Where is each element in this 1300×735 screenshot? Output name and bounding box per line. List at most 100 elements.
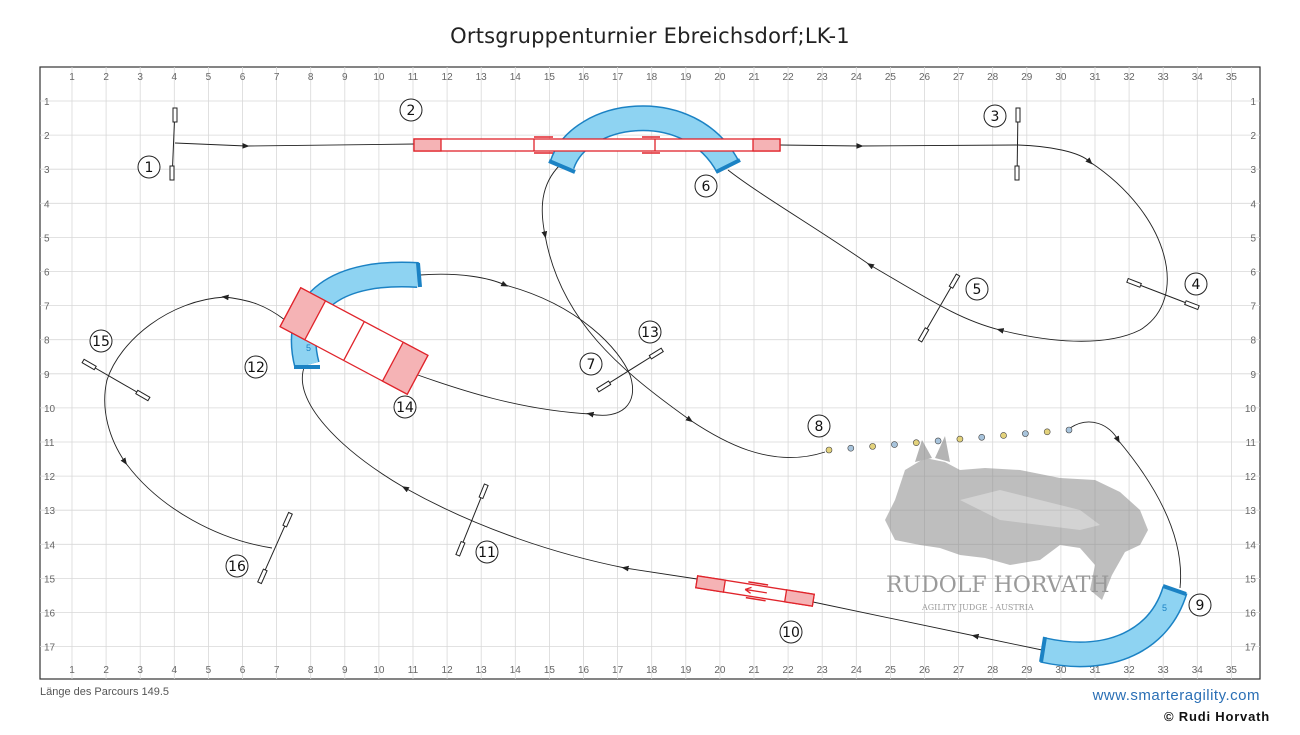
obstacle-10-table [695, 575, 815, 607]
y-tick-right: 2 [1250, 131, 1256, 142]
obstacle-number-12: 12 [244, 355, 268, 379]
y-tick-right: 7 [1250, 302, 1256, 313]
x-tick-top: 10 [373, 72, 385, 83]
obstacle-number-10: 10 [779, 620, 803, 644]
x-tick-top: 7 [274, 72, 280, 83]
x-tick-bottom: 20 [714, 665, 726, 676]
x-tick-top: 32 [1124, 72, 1136, 83]
y-tick-right: 9 [1250, 370, 1256, 381]
path-segment-1-2b [245, 143, 416, 147]
number-circle [393, 395, 417, 419]
x-tick-top: 18 [646, 72, 658, 83]
path-segment-11-12 [301, 364, 406, 489]
x-tick-bottom: 35 [1226, 665, 1238, 676]
x-tick-bottom: 25 [885, 665, 897, 676]
x-tick-bottom: 17 [612, 665, 624, 676]
weave-pole [869, 443, 876, 450]
path-segment-10-11b [401, 486, 626, 569]
obstacle-7-13-jump [596, 347, 664, 393]
x-tick-top: 23 [817, 72, 829, 83]
obstacle-number-5: 5 [965, 277, 989, 301]
weave-pole [912, 439, 920, 447]
x-tick-bottom: 7 [274, 665, 280, 676]
number-label: 8 [815, 419, 824, 435]
y-tick-right: 10 [1245, 404, 1257, 415]
x-tick-top: 15 [544, 72, 556, 83]
y-tick-right: 16 [1245, 609, 1257, 620]
obstacle-4-jump [1126, 277, 1200, 311]
y-tick-right: 17 [1245, 643, 1257, 654]
obstacle-number-3: 3 [983, 104, 1007, 128]
watermark-dog-logo [885, 436, 1148, 600]
course-length: Länge des Parcours 149.5 [40, 686, 170, 698]
x-tick-top: 16 [578, 72, 590, 83]
x-tick-bottom: 4 [172, 665, 178, 676]
obstacle-number-15: 15 [89, 329, 113, 353]
y-tick-left: 13 [44, 506, 56, 517]
obstacle-14-aframe [279, 286, 429, 396]
number-circle [1184, 272, 1208, 296]
x-tick-top: 12 [442, 72, 454, 83]
number-circle [965, 277, 989, 301]
path-segment-9-10 [971, 633, 1043, 651]
copyright-notice: © Rudi Horvath [1163, 709, 1270, 724]
obstacle-3-jump [1014, 107, 1021, 181]
x-tick-bottom: 29 [1021, 665, 1033, 676]
weave-pole [934, 437, 942, 445]
x-tick-bottom: 15 [544, 665, 556, 676]
x-tick-top: 6 [240, 72, 246, 83]
number-label: 4 [1192, 277, 1201, 293]
x-tick-bottom: 11 [408, 665, 419, 676]
y-tick-left: 6 [44, 268, 50, 279]
weave-pole [1022, 430, 1029, 437]
x-tick-top: 35 [1226, 72, 1238, 83]
obstacle-8-weave [825, 426, 1073, 454]
obstacle-12-tunnel: 5 [290, 261, 422, 369]
x-tick-bottom: 32 [1124, 665, 1136, 676]
obstacle-9-tunnel: 5 [1039, 584, 1188, 668]
x-tick-top: 3 [137, 72, 143, 83]
x-tick-top: 31 [1089, 72, 1101, 83]
grid-lines [40, 67, 1260, 679]
x-tick-bottom: 13 [476, 665, 488, 676]
watermark-name: RUDOLF HORVATH [886, 573, 1110, 598]
x-tick-bottom: 8 [308, 665, 314, 676]
y-tick-left: 14 [44, 540, 56, 551]
x-tick-bottom: 24 [851, 665, 863, 676]
path-segment-7-8 [689, 419, 826, 458]
number-label: 13 [641, 325, 659, 341]
x-tick-bottom: 22 [783, 665, 795, 676]
y-tick-left: 11 [44, 438, 55, 449]
y-tick-right: 3 [1250, 165, 1256, 176]
x-tick-bottom: 23 [817, 665, 829, 676]
weave-pole [891, 441, 898, 448]
x-tick-top: 21 [748, 72, 760, 83]
obstacle-number-16: 16 [225, 554, 249, 578]
website-link[interactable]: www.smarteragility.com [1092, 687, 1260, 704]
x-tick-top: 29 [1021, 72, 1033, 83]
grid-tick-labels: 1122334455667788991010111112121313141415… [44, 72, 1256, 676]
number-label: 7 [587, 357, 596, 373]
path-segment-10-11 [621, 565, 698, 580]
x-tick-top: 30 [1055, 72, 1067, 83]
obstacle-16-jump [257, 511, 293, 585]
y-tick-left: 7 [44, 302, 50, 313]
y-tick-right: 8 [1250, 336, 1256, 347]
path-segment-5-6 [727, 169, 871, 266]
y-tick-left: 10 [44, 404, 56, 415]
number-label: 15 [92, 334, 110, 350]
obstacle-number-8: 8 [807, 414, 831, 438]
path-segment-3-4 [996, 161, 1168, 342]
number-circle [779, 620, 803, 644]
x-tick-top: 4 [172, 72, 178, 83]
obstacle-number-13: 13 [638, 320, 662, 344]
y-tick-left: 5 [44, 233, 50, 244]
y-tick-right: 5 [1250, 233, 1256, 244]
x-tick-top: 17 [612, 72, 624, 83]
y-tick-right: 12 [1245, 472, 1257, 483]
y-tick-left: 1 [44, 97, 50, 108]
weave-pole [978, 433, 986, 441]
y-tick-left: 12 [44, 472, 56, 483]
number-circle [475, 540, 499, 564]
y-tick-right: 1 [1250, 97, 1256, 108]
